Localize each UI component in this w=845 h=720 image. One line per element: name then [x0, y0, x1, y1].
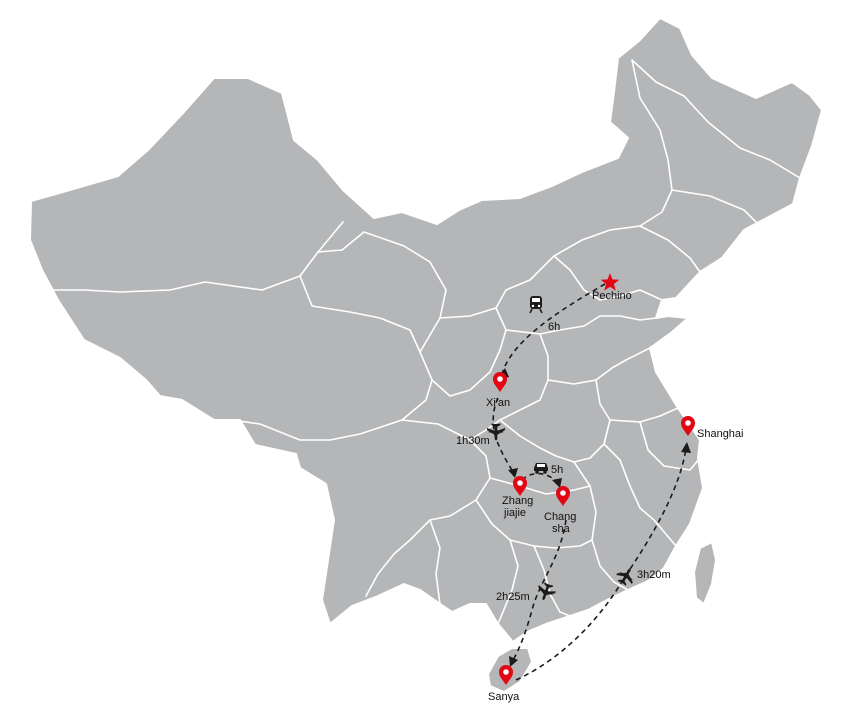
land-area	[29, 17, 823, 693]
city-label-changsha-line2: sha	[552, 523, 571, 535]
arrowhead-changsha	[552, 478, 562, 488]
city-label-xian: Xi'an	[486, 397, 510, 409]
city-label-shanghai: Shanghai	[697, 428, 744, 440]
train-icon	[529, 296, 543, 314]
city-label-changsha-line1: Chang	[544, 511, 576, 523]
duration-label-xian-zhangjiajie: 1h30m	[456, 435, 490, 447]
arrowhead-sanya	[509, 656, 518, 667]
duration-label-changsha-sanya: 2h25m	[496, 591, 530, 603]
duration-label-zhangjiajie-changsha: 5h	[551, 464, 563, 476]
mainland-china	[29, 17, 823, 643]
route-xian-zhangjiajie	[492, 397, 515, 475]
arrowhead-shanghai	[681, 442, 691, 453]
duration-label-sanya-shanghai: 3h20m	[637, 569, 671, 581]
city-label-sanya: Sanya	[488, 691, 520, 703]
city-label-pechino: Pechino	[592, 290, 632, 302]
star-icon	[600, 273, 620, 291]
province-borders	[29, 59, 801, 625]
city-label-zhangjiajie-line2: jiajie	[503, 507, 526, 519]
route-pechino-xian	[501, 283, 606, 375]
duration-label-pechino-xian: 6h	[548, 321, 560, 333]
arrowhead-zhangjiajie	[508, 468, 518, 478]
travel-routes	[492, 283, 691, 681]
taiwan-island	[693, 541, 717, 605]
route-sanya-shanghai	[515, 447, 687, 681]
car-icon	[534, 463, 548, 474]
route-changsha-sanya	[511, 519, 567, 663]
city-label-zhangjiajie-line1: Zhang	[502, 495, 533, 507]
